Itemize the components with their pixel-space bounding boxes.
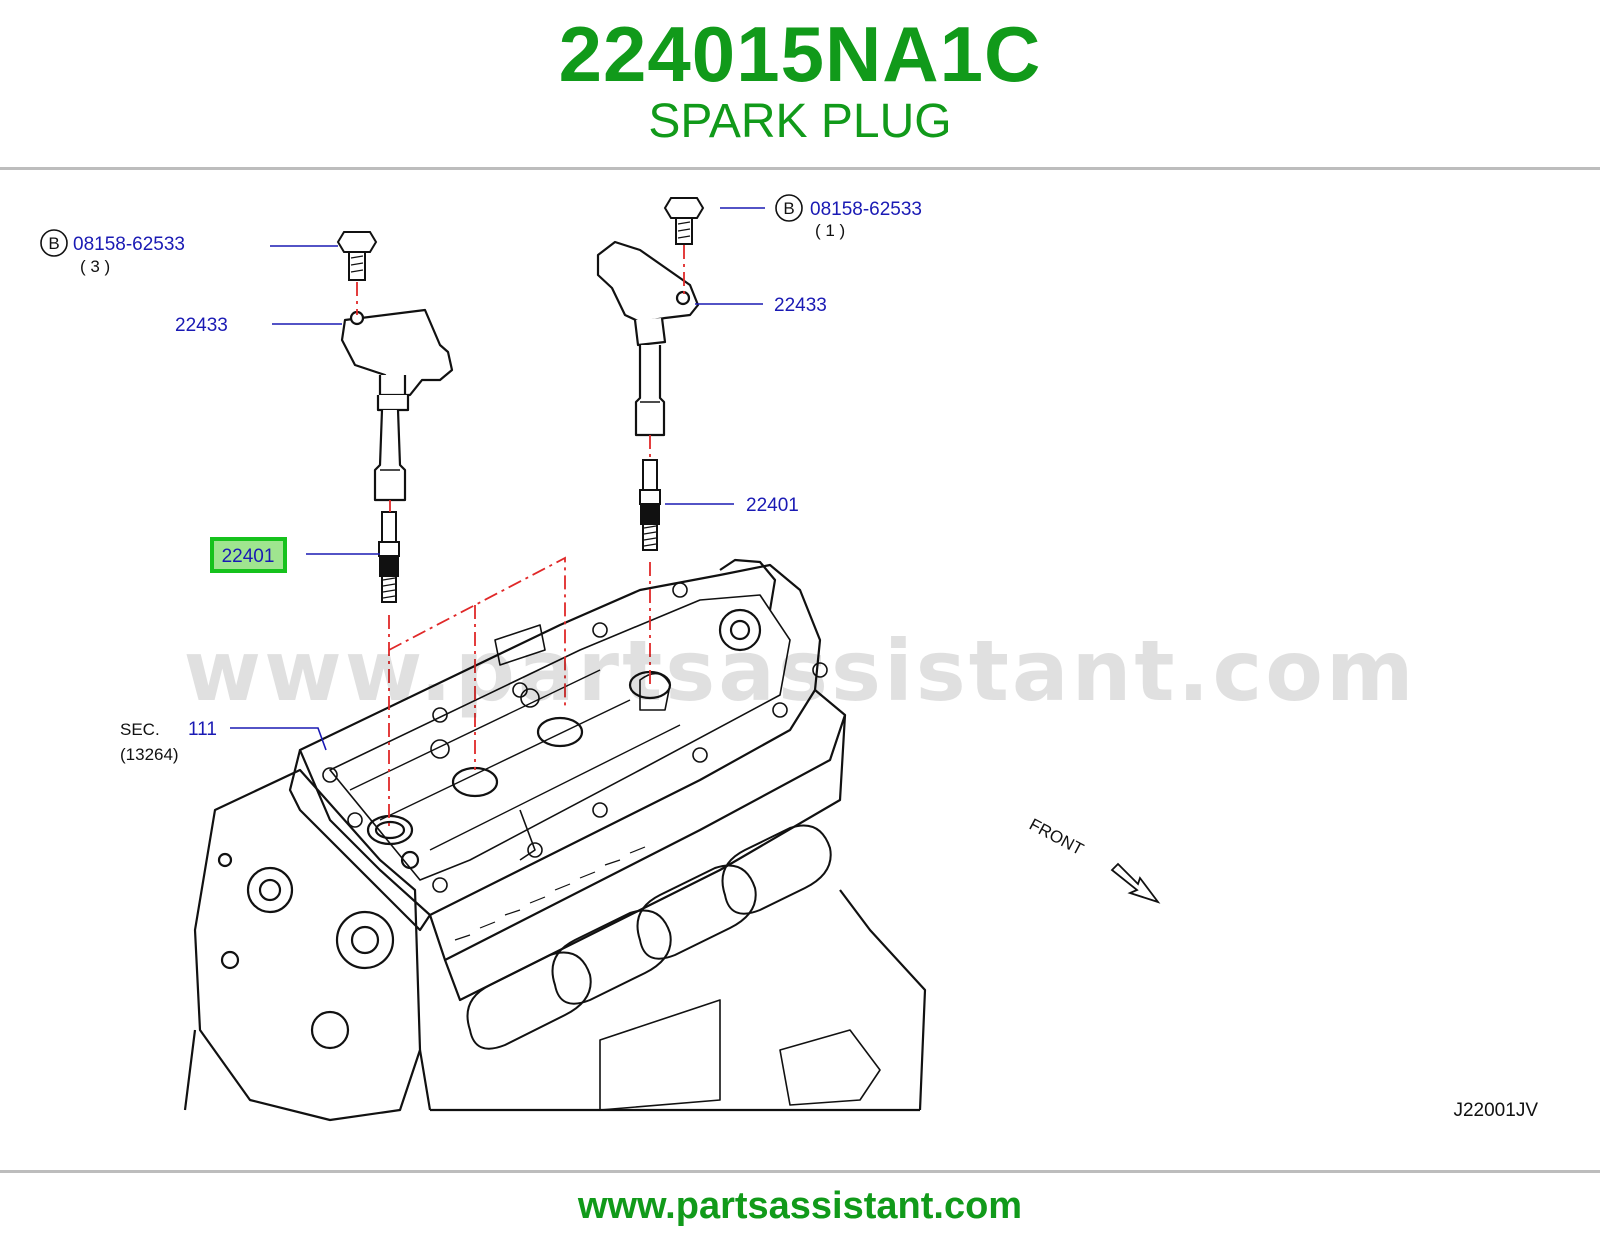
- leader-lines: [230, 207, 765, 751]
- front-arrow-icon: [1110, 862, 1161, 904]
- plug-left-part-number: 22401: [222, 546, 275, 567]
- sec-sub-ref: (13264): [120, 745, 179, 764]
- callout-coil-left: 22433: [175, 315, 228, 336]
- assembly-centerlines: [356, 245, 685, 830]
- exploded-parts-diagram: B 08158-62533 ( 3 ) B 08158-62533 ( 1 ) …: [40, 194, 1538, 1122]
- badge-b-icon: [775, 194, 803, 222]
- spark-plug-left: [378, 511, 400, 603]
- bolt-left: [336, 231, 378, 281]
- ignition-coil-left: [340, 308, 454, 502]
- bolt-right-code: 08158-62533: [810, 199, 922, 220]
- callout-bolt-left: B 08158-62533 ( 3 ): [40, 229, 185, 276]
- callout-bolt-right: B 08158-62533 ( 1 ): [775, 194, 922, 240]
- bolt-right-badge: B: [783, 199, 794, 218]
- callout-plug-left-highlighted[interactable]: 22401: [210, 537, 287, 573]
- diagram-id: J22001JV: [1453, 1100, 1538, 1121]
- bolt-right-qty: ( 1 ): [815, 221, 845, 240]
- bolt-right: [663, 197, 705, 245]
- bolt-left-qty: ( 3 ): [80, 257, 110, 276]
- watermark: www.partsassistant.com: [184, 622, 1417, 720]
- cylinder-head-drawing: [183, 558, 927, 1122]
- callout-section-ref: SEC. 111 (13264): [120, 719, 217, 764]
- callout-plug-right: 22401: [746, 495, 799, 516]
- sec-prefix: SEC.: [120, 720, 160, 739]
- part-name-subtitle: SPARK PLUG: [648, 95, 952, 148]
- page-header: 224015NA1C SPARK PLUG: [0, 0, 1600, 170]
- header-divider: [0, 167, 1600, 170]
- footer-divider: [0, 1170, 1600, 1173]
- front-label: FRONT: [1026, 815, 1087, 859]
- badge-b-icon: [40, 229, 68, 257]
- spark-plug-right: [639, 459, 661, 551]
- ignition-coil-right: [596, 240, 700, 437]
- footer-url[interactable]: www.partsassistant.com: [577, 1185, 1023, 1227]
- callout-coil-right: 22433: [774, 295, 827, 316]
- bolt-left-code: 08158-62533: [73, 234, 185, 255]
- part-number-title: 224015NA1C: [558, 10, 1042, 98]
- bolt-left-badge: B: [48, 234, 59, 253]
- sec-number: 111: [188, 719, 217, 740]
- front-indicator: FRONT: [1026, 815, 1161, 904]
- highlight-box: [210, 537, 287, 573]
